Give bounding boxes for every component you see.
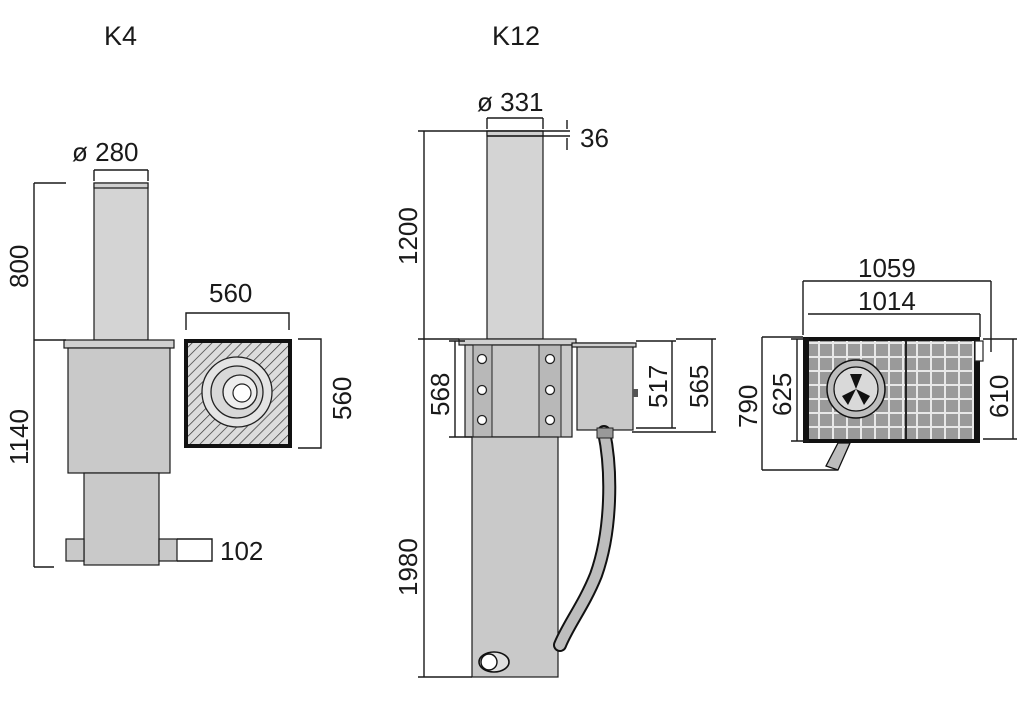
k12-height-lower-label: 1980 — [393, 538, 423, 596]
k12-box2-outer-label: 565 — [684, 365, 714, 408]
plan-pipe-outlet — [825, 442, 852, 471]
plan-outer-width-line — [802, 280, 992, 352]
plan-outer-width-label: 1059 — [858, 253, 916, 283]
k4-bollard — [93, 182, 149, 341]
k12-diameter-line — [486, 117, 544, 129]
plan-inner-height-label: 625 — [767, 373, 797, 416]
k4-pipe-label: 102 — [220, 536, 263, 566]
plan-inner-width-line — [808, 313, 981, 337]
k12-diameter-label: ø 331 — [477, 87, 544, 117]
k4-title: K4 — [104, 21, 137, 51]
k12-side-latch — [633, 389, 638, 397]
k4-flange — [63, 339, 175, 349]
k4-pipe-right — [158, 538, 178, 562]
k4-drawing: K4 ø 280 800 1140 102 560 560 — [4, 21, 357, 568]
k4-box-width-line — [185, 312, 290, 330]
k4-top-core — [232, 383, 252, 403]
k4-diameter-line — [93, 169, 149, 181]
k12-hose-fitting — [596, 427, 614, 439]
k12-cap-lines — [487, 130, 570, 137]
k12-cap-label: 36 — [580, 123, 609, 153]
k12-height-line — [418, 130, 487, 678]
k12-box2-outer-line — [632, 338, 716, 433]
k12-lower-column — [471, 436, 559, 678]
k12-flange — [458, 338, 577, 346]
k4-diameter-label: ø 280 — [72, 137, 139, 167]
k12-box2-inner-line — [636, 340, 676, 429]
k12-bolts — [476, 353, 556, 426]
k12-drain-inner — [480, 653, 498, 671]
k4-housing — [67, 347, 171, 474]
k12-side-box — [576, 342, 634, 431]
k4-lower-housing — [83, 472, 160, 566]
k12-height-upper-label: 1200 — [393, 207, 423, 265]
k12-bollard — [486, 130, 544, 340]
k12-title: K12 — [492, 21, 540, 51]
plan-inner-height-line — [791, 338, 809, 442]
plan-outer-height-line — [761, 336, 838, 471]
k4-height-line — [33, 182, 66, 568]
k4-box-height-line — [298, 338, 322, 449]
k12-side-box-lid — [571, 342, 637, 348]
k12-box-height-label: 568 — [425, 373, 455, 416]
k12-box2-inner-label: 517 — [643, 365, 673, 408]
k12-box-height-line — [449, 340, 472, 438]
plan-outer-height-label: 790 — [733, 385, 763, 428]
plan-side-height-line — [983, 338, 1017, 440]
k4-top-view — [184, 339, 292, 448]
k12-hose — [555, 427, 615, 650]
k12-drawing: K12 ø 331 36 1200 — [393, 21, 716, 678]
k4-height-lower-label: 1140 — [4, 409, 34, 465]
k12-bollard-cap — [486, 130, 544, 137]
k4-bollard-cap — [93, 182, 149, 189]
k4-box-width-label: 560 — [209, 278, 252, 308]
plan-side-height-label: 610 — [984, 375, 1014, 418]
k4-pipe-dim-line — [177, 538, 213, 562]
k4-pipe-left — [65, 538, 85, 562]
plan-center-vanes — [842, 374, 870, 405]
k4-box-height-label: 560 — [327, 377, 357, 420]
k4-height-upper-label: 800 — [4, 245, 34, 288]
plan-right-tab — [974, 340, 984, 362]
plan-inner-width-label: 1014 — [858, 286, 916, 316]
plan-drawing: 1059 1014 790 625 610 — [733, 253, 1017, 471]
